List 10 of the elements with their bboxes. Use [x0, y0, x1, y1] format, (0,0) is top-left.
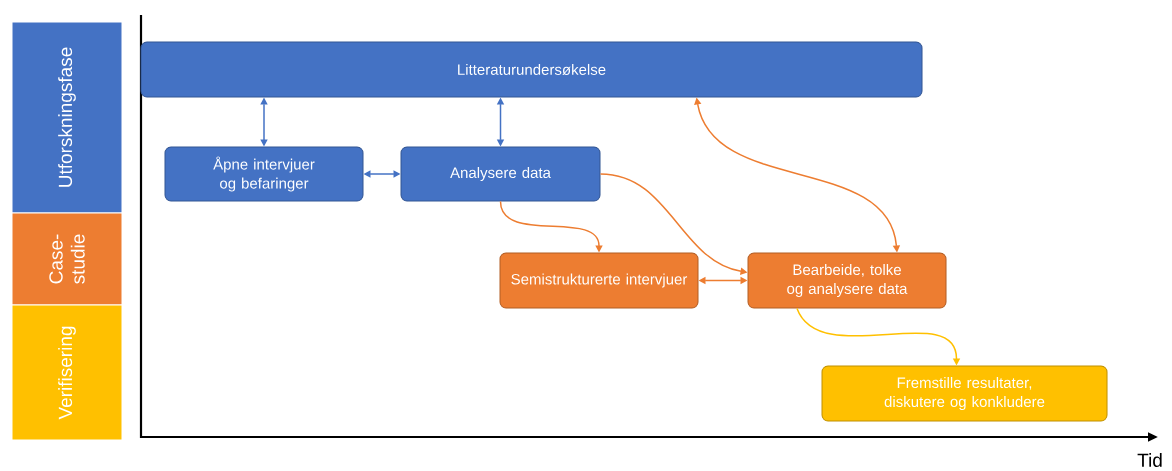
process-box: Analysere data: [400, 146, 601, 202]
process-box: Litteraturundersøkelse: [140, 41, 923, 98]
axis-label: Tid: [1137, 453, 1162, 467]
phase-band: Case- studie: [11, 212, 123, 306]
phase-band: Verifisering: [11, 304, 123, 441]
process-box: Semistrukturerte intervjuer: [499, 252, 699, 309]
process-box: Fremstille resultater, diskutere og konkludere: [821, 365, 1108, 422]
phase-band: Utforskningsfase: [11, 21, 123, 214]
process-box: Åpne intervjuer og befaringer: [164, 146, 364, 202]
process-box: Bearbeide, tolke og analysere data: [747, 252, 947, 309]
